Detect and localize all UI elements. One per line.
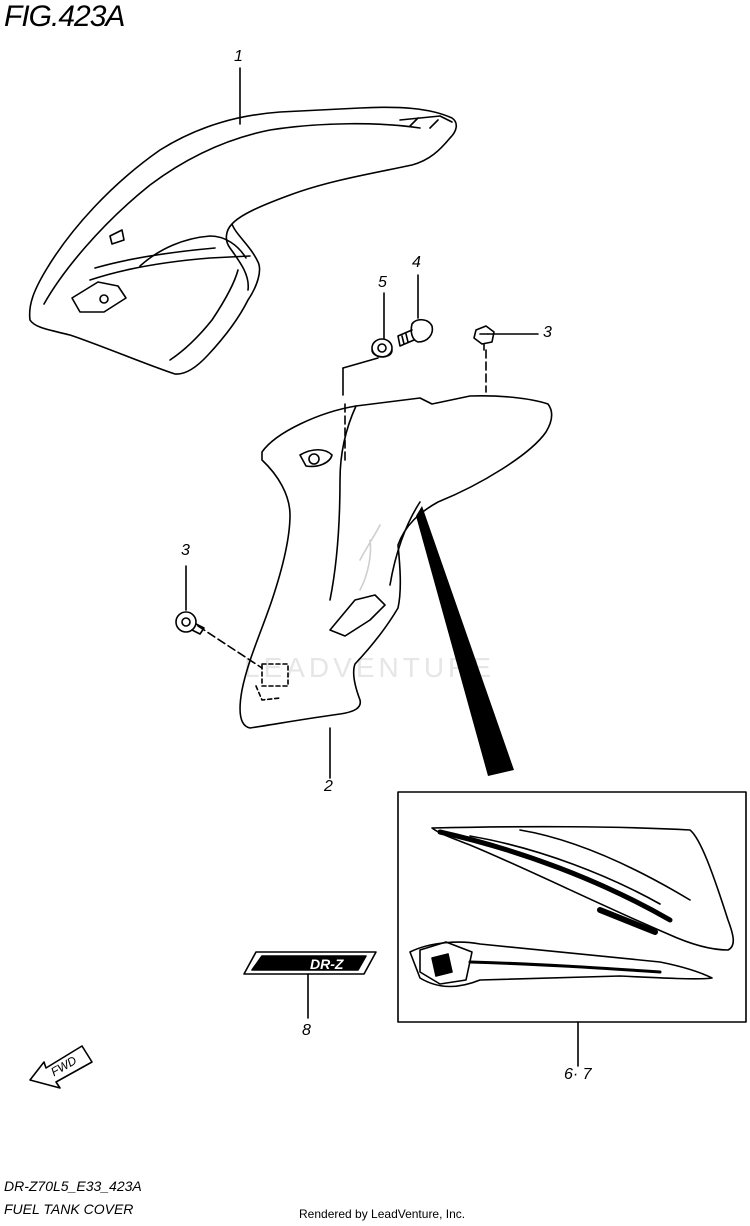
figure-title: FIG.423A [4,0,125,33]
part-3-screw-left [175,611,205,635]
part-2-side-cover [239,395,553,729]
part-5-collar [371,338,393,358]
figure-caption: FUEL TANK COVER [4,1201,134,1217]
callout-part-4: 4 [412,254,421,271]
callout-part-6-7: 6· 7 [564,1066,592,1083]
emblem-text: DR-Z [310,956,344,972]
watermark-text: LEADVENTURE [244,652,495,683]
callout-part-1: 1 [234,48,243,65]
part-8-emblem [243,951,377,975]
callout-part-2: 2 [324,778,333,795]
callout-part-8: 8 [302,1022,311,1039]
decal-detail-box [397,791,747,1023]
callout-part-3-left: 3 [181,542,190,559]
part-3-screw-top [473,325,495,351]
part-4-bolt [397,318,434,347]
model-code: DR-Z70L5_E33_423A [4,1178,142,1194]
zoom-pointer-wedge [416,506,514,776]
callout-part-3-top: 3 [543,324,552,341]
fwd-direction-arrow [29,1045,93,1089]
leader-lines [185,67,579,1067]
render-credit: Rendered by LeadVenture, Inc. [299,1207,466,1221]
callout-part-5: 5 [378,274,387,291]
part-1-tank-cover [28,106,458,375]
